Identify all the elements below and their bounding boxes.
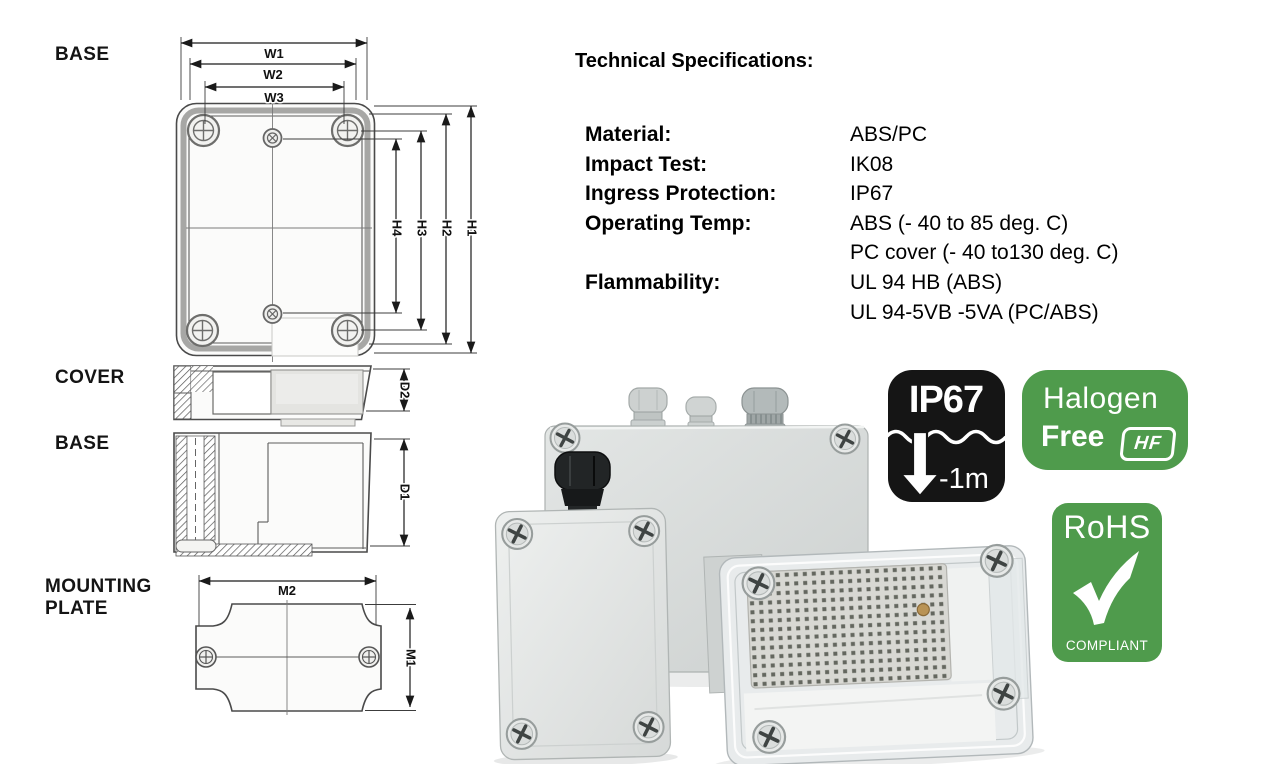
dim-w2: W2 — [263, 67, 283, 82]
corner-screw-marks — [185, 113, 365, 348]
spec-row-flammability-2: UL 94-5VB -5VA (PC/ABS) — [850, 300, 1099, 324]
dim-m2: M2 — [278, 583, 296, 598]
screw-icon — [631, 710, 666, 744]
base-top-label: BASE — [55, 44, 109, 65]
cable-gland-2 — [685, 396, 717, 428]
dim-h3: H3 — [415, 220, 430, 237]
down-arrow-icon — [898, 430, 942, 498]
screw-icon — [978, 542, 1015, 580]
enclosure-small-gray — [493, 507, 678, 764]
dim-d1: D1 — [398, 484, 413, 501]
spec-row-operating-temp-2: PC cover (- 40 to130 deg. C) — [850, 241, 1119, 265]
technical-specifications: Technical Specifications: Material:ABS/P… — [575, 50, 1235, 324]
base-side-view: BASE D1 — [55, 432, 414, 557]
dim-h4: H4 — [390, 220, 405, 237]
dim-w3: W3 — [264, 90, 284, 105]
screw-icon — [985, 675, 1022, 712]
cover-side-label: COVER — [55, 367, 125, 388]
rohs-title: RoHS — [1063, 509, 1151, 545]
screw-icon — [740, 565, 777, 602]
spec-row-material: Material:ABS/PC — [585, 123, 928, 146]
product-photo — [493, 387, 1045, 764]
mounting-plate-label-1: MOUNTING — [45, 576, 152, 597]
width-dimensions: W1 W2 W3 — [180, 37, 368, 124]
dim-d2: D2 — [398, 382, 413, 399]
technical-drawing: BASE — [45, 37, 481, 715]
specs-table: Material:ABS/PC Impact Test:IK08 Ingress… — [585, 120, 1235, 327]
ip67-badge: IP67 -1m — [884, 370, 1008, 502]
ip67-depth: -1m — [939, 463, 989, 495]
halogen-free-line1: Halogen — [1043, 382, 1159, 415]
rohs-caption: COMPLIANT — [1065, 638, 1149, 653]
base-top-view: BASE — [55, 37, 481, 362]
spec-row-impact: Impact Test:IK08 — [585, 152, 894, 176]
height-dimensions: H4 H3 H2 H1 — [283, 105, 481, 354]
enclosure-interior — [743, 682, 997, 752]
plate-screw-marks — [195, 646, 380, 668]
perforated-mounting-plate — [746, 563, 952, 689]
spec-row-ingress: Ingress Protection:IP67 — [585, 182, 894, 206]
checkmark-icon — [1073, 551, 1139, 625]
screw-icon — [504, 717, 539, 751]
halogen-free-line2: Free — [1041, 420, 1105, 453]
ip67-code: IP67 — [909, 379, 983, 421]
spec-row-operating-temp: Operating Temp:ABS (- 40 to 85 deg. C) — [585, 211, 1069, 235]
cover-side-view: COVER D2 — [55, 365, 414, 427]
halogen-free-badge: Halogen Free HF — [1022, 370, 1188, 470]
rohs-badge: RoHS COMPLIANT — [1052, 503, 1162, 662]
mounting-plate-label-2: PLATE — [45, 598, 108, 619]
cable-gland-1 — [628, 387, 668, 428]
brass-screw — [916, 603, 930, 617]
screw-icon — [549, 422, 581, 454]
screw-icon — [627, 514, 662, 548]
center-screw-marks — [262, 128, 283, 324]
cable-gland-3 — [741, 387, 789, 431]
hf-logo-icon: HF — [1119, 427, 1177, 461]
dim-h1: H1 — [465, 220, 480, 237]
cable-gland-black — [554, 451, 611, 516]
screw-icon — [829, 423, 861, 455]
specs-title: Technical Specifications: — [575, 50, 814, 72]
dim-m1: M1 — [404, 649, 419, 667]
enclosure-clear-cover — [703, 542, 1045, 764]
screw-icon — [500, 517, 535, 551]
spec-row-flammability: Flammability:UL 94 HB (ABS) — [585, 270, 1003, 294]
screw-icon — [750, 718, 788, 756]
dim-h2: H2 — [440, 220, 455, 237]
water-line-icon — [884, 429, 1008, 445]
dim-w1: W1 — [264, 46, 284, 61]
mounting-plate-view: MOUNTING PLATE M2 M1 — [45, 575, 420, 715]
base-side-label: BASE — [55, 433, 109, 454]
